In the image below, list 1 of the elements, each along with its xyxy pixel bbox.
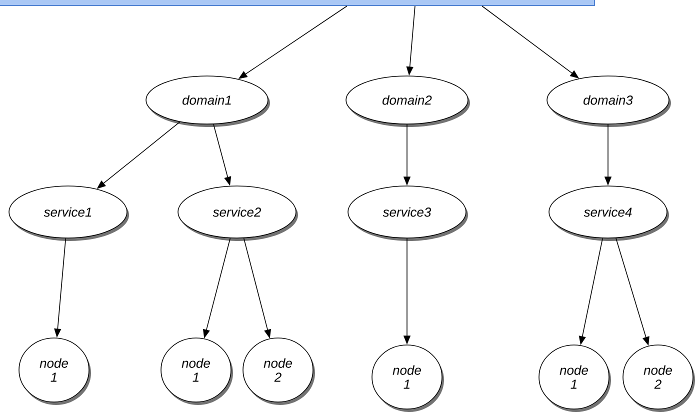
header-bar [0, 0, 595, 6]
